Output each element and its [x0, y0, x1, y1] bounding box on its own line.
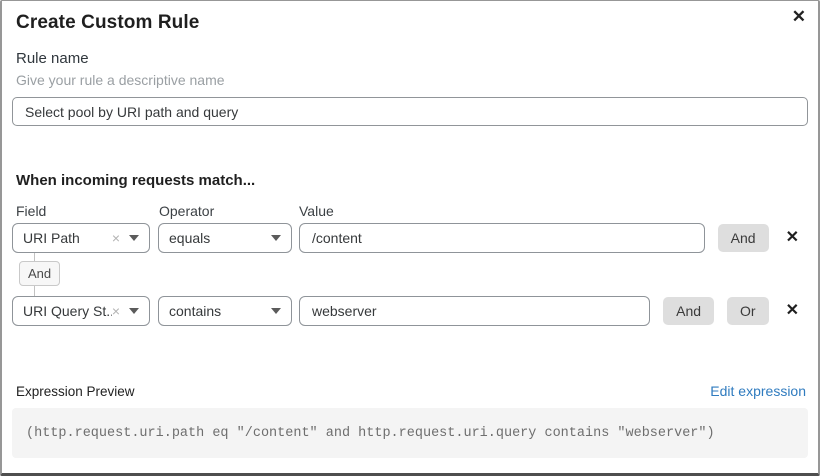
- operator-select[interactable]: equals: [158, 223, 292, 253]
- expression-preview-label: Expression Preview: [16, 384, 135, 399]
- operator-select-value: equals: [169, 230, 211, 246]
- condition-column-labels: Field Operator Value: [12, 203, 808, 219]
- chevron-down-icon: [271, 235, 281, 241]
- and-button[interactable]: And: [663, 297, 715, 325]
- expression-code-block: (http.request.uri.path eq "/content" and…: [12, 408, 808, 458]
- expression-code: (http.request.uri.path eq "/content" and…: [26, 425, 715, 441]
- value-column-label: Value: [299, 203, 334, 219]
- rule-name-label: Rule name: [16, 50, 89, 67]
- edit-expression-link[interactable]: Edit expression: [710, 383, 806, 399]
- and-connector-badge: And: [19, 261, 61, 286]
- clear-icon[interactable]: ×: [111, 303, 120, 319]
- rule-name-helper: Give your rule a descriptive name: [16, 72, 225, 88]
- field-select[interactable]: URI Path ×: [12, 223, 150, 253]
- rule-name-input[interactable]: [12, 97, 808, 126]
- operator-select[interactable]: contains: [158, 296, 292, 326]
- condition-row: URI Query St... × contains And Or ✕: [12, 296, 808, 326]
- match-section-heading: When incoming requests match...: [16, 172, 256, 189]
- clear-icon[interactable]: ×: [111, 230, 120, 246]
- field-select-value: URI Path: [23, 230, 80, 246]
- remove-row-button[interactable]: ✕: [785, 302, 799, 319]
- field-select-value: URI Query St...: [23, 303, 112, 319]
- field-select[interactable]: URI Query St... ×: [12, 296, 150, 326]
- or-button[interactable]: Or: [727, 297, 769, 325]
- expression-preview-header: Expression Preview Edit expression: [12, 383, 808, 399]
- condition-connector: And: [12, 253, 808, 296]
- field-column-label: Field: [16, 203, 47, 219]
- chevron-down-icon: [129, 308, 139, 314]
- condition-row: URI Path × equals And ✕: [12, 223, 808, 253]
- chevron-down-icon: [129, 235, 139, 241]
- chevron-down-icon: [271, 308, 281, 314]
- remove-row-button[interactable]: ✕: [785, 229, 799, 246]
- value-input[interactable]: [299, 296, 651, 326]
- dialog-title: Create Custom Rule: [16, 12, 200, 33]
- operator-select-value: contains: [169, 303, 222, 319]
- value-input[interactable]: [299, 223, 705, 253]
- operator-column-label: Operator: [159, 203, 215, 219]
- and-button[interactable]: And: [717, 224, 769, 252]
- close-button[interactable]: ✕: [791, 7, 806, 26]
